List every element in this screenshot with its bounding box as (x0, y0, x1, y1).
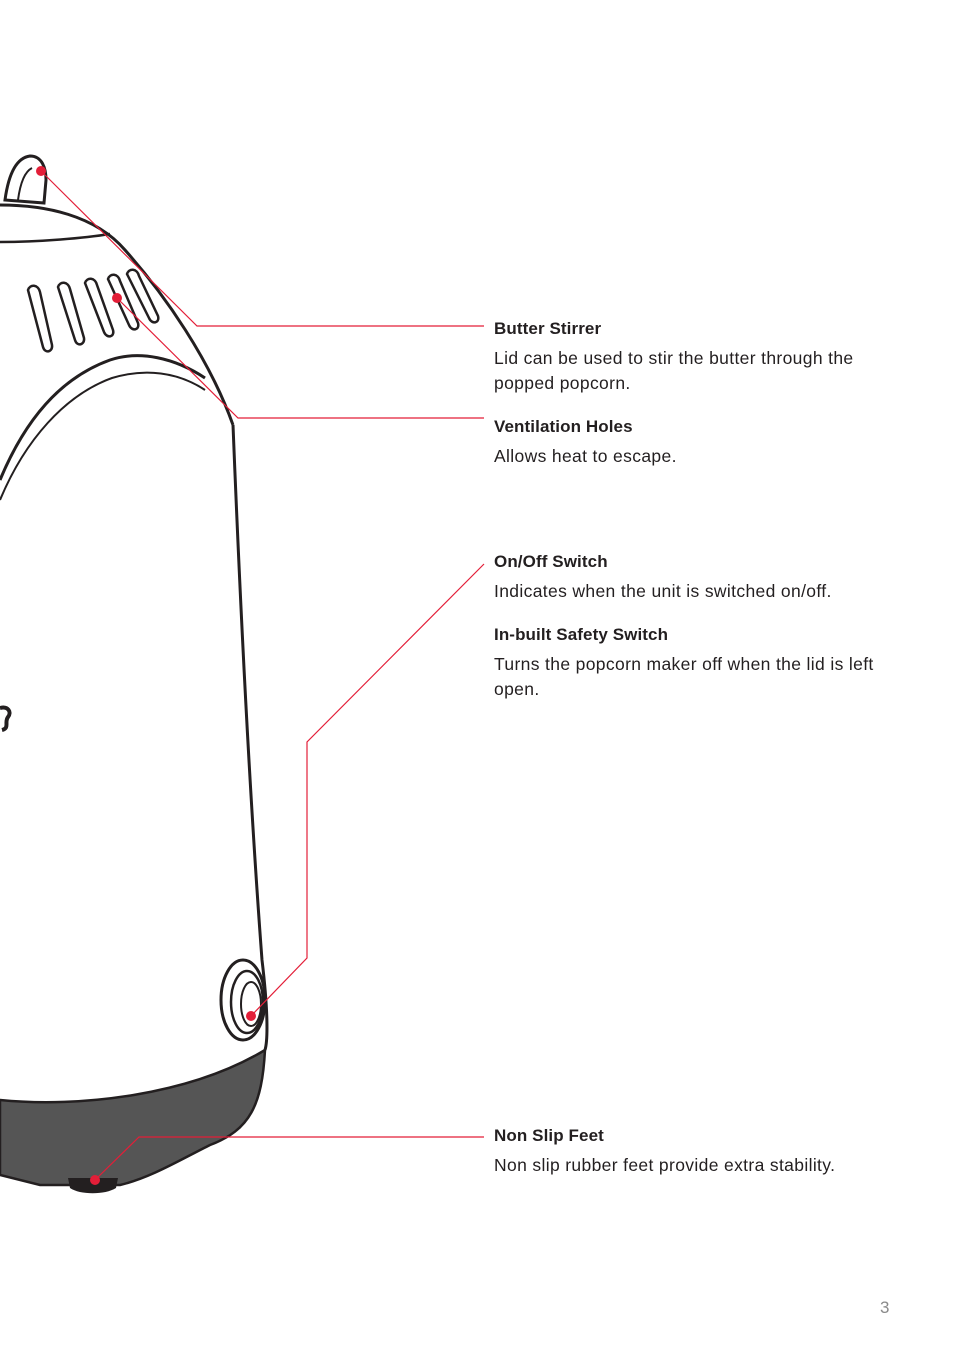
feature-butter-stirrer: Butter Stirrer Lid can be used to stir t… (494, 318, 884, 396)
callout-non-slip-feet (94, 1136, 484, 1181)
feature-description: Turns the popcorn maker off when the lid… (494, 654, 874, 699)
feature-description: Allows heat to escape. (494, 446, 677, 466)
lid-rim (0, 232, 111, 244)
feature-description: Non slip rubber feet provide extra stabi… (494, 1155, 836, 1175)
page-number: 3 (880, 1298, 890, 1317)
feature-non-slip-feet: Non Slip Feet Non slip rubber feet provi… (494, 1125, 884, 1178)
appliance-base (0, 1047, 267, 1187)
callout-dots (36, 166, 256, 1185)
feature-title: Butter Stirrer (494, 319, 602, 338)
feature-title: In-built Safety Switch (494, 625, 669, 644)
appliance-lid (0, 203, 235, 426)
ventilation-holes (26, 268, 160, 353)
callout-lines (40, 170, 485, 1181)
non-slip-foot (68, 1178, 118, 1194)
feature-safety-switch: In-built Safety Switch Turns the popcorn… (494, 624, 884, 702)
callout-on-off-switch (250, 563, 485, 1017)
callout-butter-stirrer (40, 170, 484, 327)
feature-title: On/Off Switch (494, 552, 608, 571)
feature-ventilation-holes: Ventilation Holes Allows heat to escape. (494, 416, 884, 469)
butter-stirrer-knob (3, 154, 48, 205)
feature-title: Ventilation Holes (494, 417, 633, 436)
feature-description: Lid can be used to stir the butter throu… (494, 348, 854, 393)
feature-description: Indicates when the unit is switched on/o… (494, 581, 832, 601)
feature-title: Non Slip Feet (494, 1126, 604, 1145)
brand-logo-fragment (0, 705, 12, 732)
viewing-window-arch (0, 354, 206, 481)
on-off-switch (219, 958, 267, 1042)
feature-on-off-switch: On/Off Switch Indicates when the unit is… (494, 551, 884, 604)
callout-ventilation-holes (116, 297, 484, 419)
appliance-body-outline (231, 424, 269, 1051)
